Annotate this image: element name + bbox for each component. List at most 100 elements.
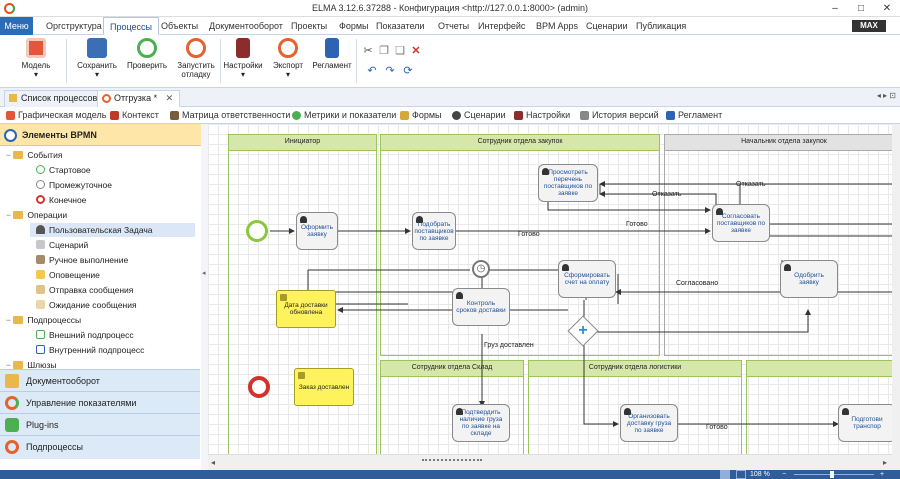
vertical-scrollbar[interactable] [892,124,900,470]
tab-forms[interactable]: Формы [339,21,369,31]
paste-icon[interactable]: ❏ [395,45,405,57]
tab-processes[interactable]: Процессы [103,17,160,35]
nav-documents[interactable]: Документооборот [0,369,200,391]
minimize-icon[interactable]: – [832,3,838,14]
start-debug-button[interactable]: Запустить отладку [172,38,220,86]
lane-purchasing-head[interactable]: Начальник отдела закупок [664,134,892,356]
undo-icon[interactable]: ↶ [367,65,377,77]
lane-logistics[interactable]: Сотрудник отдела логистики [528,360,742,454]
task-review-suppliers[interactable]: Просмотреть перечень поставщиков по заяв… [538,164,598,202]
tab-indicators[interactable]: Показатели [376,21,425,31]
tree-item-internal-subprocess[interactable]: Внутренний подпроцесс [36,343,144,357]
task-select-suppliers[interactable]: Подобрать поставщиков по заявке [412,212,456,250]
zoom-out-icon[interactable]: − [782,471,787,478]
tab-orgstructure[interactable]: Оргструктура [46,21,102,31]
task-confirm-cargo[interactable]: Подтвердить наличие груза по заявке на с… [452,404,510,442]
close-tab-icon[interactable]: ✕ [165,93,174,103]
tree-item-external-subprocess[interactable]: Внешний подпроцесс [36,328,134,342]
redo-icon[interactable]: ↷ [385,65,395,77]
main-menu-button[interactable]: Меню [0,17,33,35]
process-icon [102,94,111,103]
copy-icon[interactable]: ❐ [379,45,389,57]
tab-publication[interactable]: Публикация [636,21,687,31]
subtab-responsibility-matrix[interactable]: Матрица ответственности [170,107,290,124]
tree-item-user-task[interactable]: Пользовательская Задача [30,223,195,237]
tab-documents[interactable]: Документооборот [209,21,283,31]
tab-reports[interactable]: Отчеты [438,21,470,31]
tree-item-send-message[interactable]: Отправка сообщения [36,283,133,297]
subtab-settings[interactable]: Настройки [514,107,570,124]
tab-scroll-icons[interactable]: ◂ ▸ ⊡ [876,91,896,100]
tab-scenarios[interactable]: Сценарии [586,21,628,31]
flow-label-done-2: Готово [518,231,540,238]
tab-process-list[interactable]: Список процессов [4,90,105,107]
task-create-request[interactable]: Оформить заявку [296,212,338,250]
notify-delivery-date-updated[interactable]: Дата доставки обновлена [276,290,336,328]
tab-bpm-apps[interactable]: BPM Apps [536,21,579,31]
end-event[interactable] [248,376,270,398]
tab-interface[interactable]: Интерфейс [478,21,526,31]
tree-folder-gateways[interactable]: − Шлюзы [6,360,57,370]
lane-logistics-extra[interactable] [746,360,892,454]
collapse-arrow-icon[interactable]: ◂ [202,270,206,277]
timer-event-icon[interactable]: ◷ [472,260,490,278]
export-button[interactable]: Экспорт▾ [268,38,308,86]
tree-item-script[interactable]: Сценарий [36,238,88,252]
task-approve-suppliers[interactable]: Согласовать поставщиков по заявке [712,204,770,242]
task-prepare-transport[interactable]: Подготови транспор [838,404,892,442]
nav-indicators[interactable]: Управление показателями [0,391,200,413]
subtab-metrics[interactable]: Метрики и показатели [292,107,396,124]
tree-item-manual[interactable]: Ручное выполнение [36,253,128,267]
maximize-icon[interactable]: □ [857,3,865,14]
refresh-icon[interactable]: ⟳ [403,65,413,77]
subtab-scenarios[interactable]: Сценарии [452,107,506,124]
nav-plugins[interactable]: Plug-ins [0,413,200,435]
tree-folder-subprocesses[interactable]: − Подпроцессы [6,315,82,325]
model-button[interactable]: Модель▾ [14,38,58,86]
notify-order-delivered[interactable]: Заказ доставлен [294,368,354,406]
tree-item-start[interactable]: Стартовое [36,163,91,177]
diagram-canvas[interactable]: Инициатор Сотрудник отдела закупок Начал… [208,124,892,454]
tree-item-notification[interactable]: Оповещение [36,268,100,282]
regulation-button[interactable]: Регламент [310,38,354,86]
tab-objects[interactable]: Объекты [161,21,199,31]
subtab-graphic-model[interactable]: Графическая модель [6,107,106,124]
zoom-in-icon[interactable]: + [880,471,885,478]
save-button[interactable]: Сохранить▾ [74,38,120,86]
layout-icon[interactable] [720,470,730,479]
panel-splitter[interactable] [201,124,208,470]
tree-folder-operations[interactable]: − Операции [6,210,68,220]
zoom-slider[interactable] [794,474,874,475]
scroll-grip[interactable] [422,459,482,464]
task-create-invoice[interactable]: Сформировать счет на оплату [558,260,616,298]
check-button[interactable]: Проверить [124,38,170,86]
horizontal-scrollbar[interactable]: ◂ ▸ [208,454,892,470]
task-organize-delivery[interactable]: Организовать доставку груза по заявке [620,404,678,442]
close-icon[interactable]: ✕ [882,3,892,14]
subtab-regulation[interactable]: Регламент [666,107,722,124]
delete-icon[interactable]: ✕ [411,45,421,57]
scroll-right-icon[interactable]: ▸ [882,458,887,467]
task-delivery-control[interactable]: Контроль сроков доставки [452,288,510,326]
subtab-context[interactable]: Контекст [110,107,159,124]
zoom-slider-thumb[interactable] [830,471,834,478]
cut-icon[interactable]: ✂ [363,45,373,57]
subtab-forms[interactable]: Формы [400,107,442,124]
lane-purchasing-employee[interactable]: Сотрудник отдела закупок [380,134,660,356]
subtab-version-history[interactable]: История версий [580,107,659,124]
scroll-left-icon[interactable]: ◂ [210,458,215,467]
tab-projects[interactable]: Проекты [291,21,328,31]
debug-icon [186,38,206,58]
tree-item-end[interactable]: Конечное [36,193,86,207]
nav-subprocesses[interactable]: Подпроцессы [0,435,200,459]
settings-button[interactable]: Настройки▾ [222,38,264,86]
lane-initiator[interactable]: Инициатор [228,134,377,454]
lane-warehouse[interactable]: Сотрудник отдела Склад [380,360,524,454]
task-approve-request[interactable]: Одобрить заявку [780,260,838,298]
tree-item-intermediate[interactable]: Промежуточное [36,178,112,192]
tab-otgruzka[interactable]: Отгрузка * ✕ [97,90,181,107]
fit-icon[interactable] [736,470,746,479]
tree-folder-events[interactable]: − События [6,150,63,160]
start-event[interactable] [246,220,268,242]
tree-item-wait-message[interactable]: Ожидание сообщения [36,298,137,312]
